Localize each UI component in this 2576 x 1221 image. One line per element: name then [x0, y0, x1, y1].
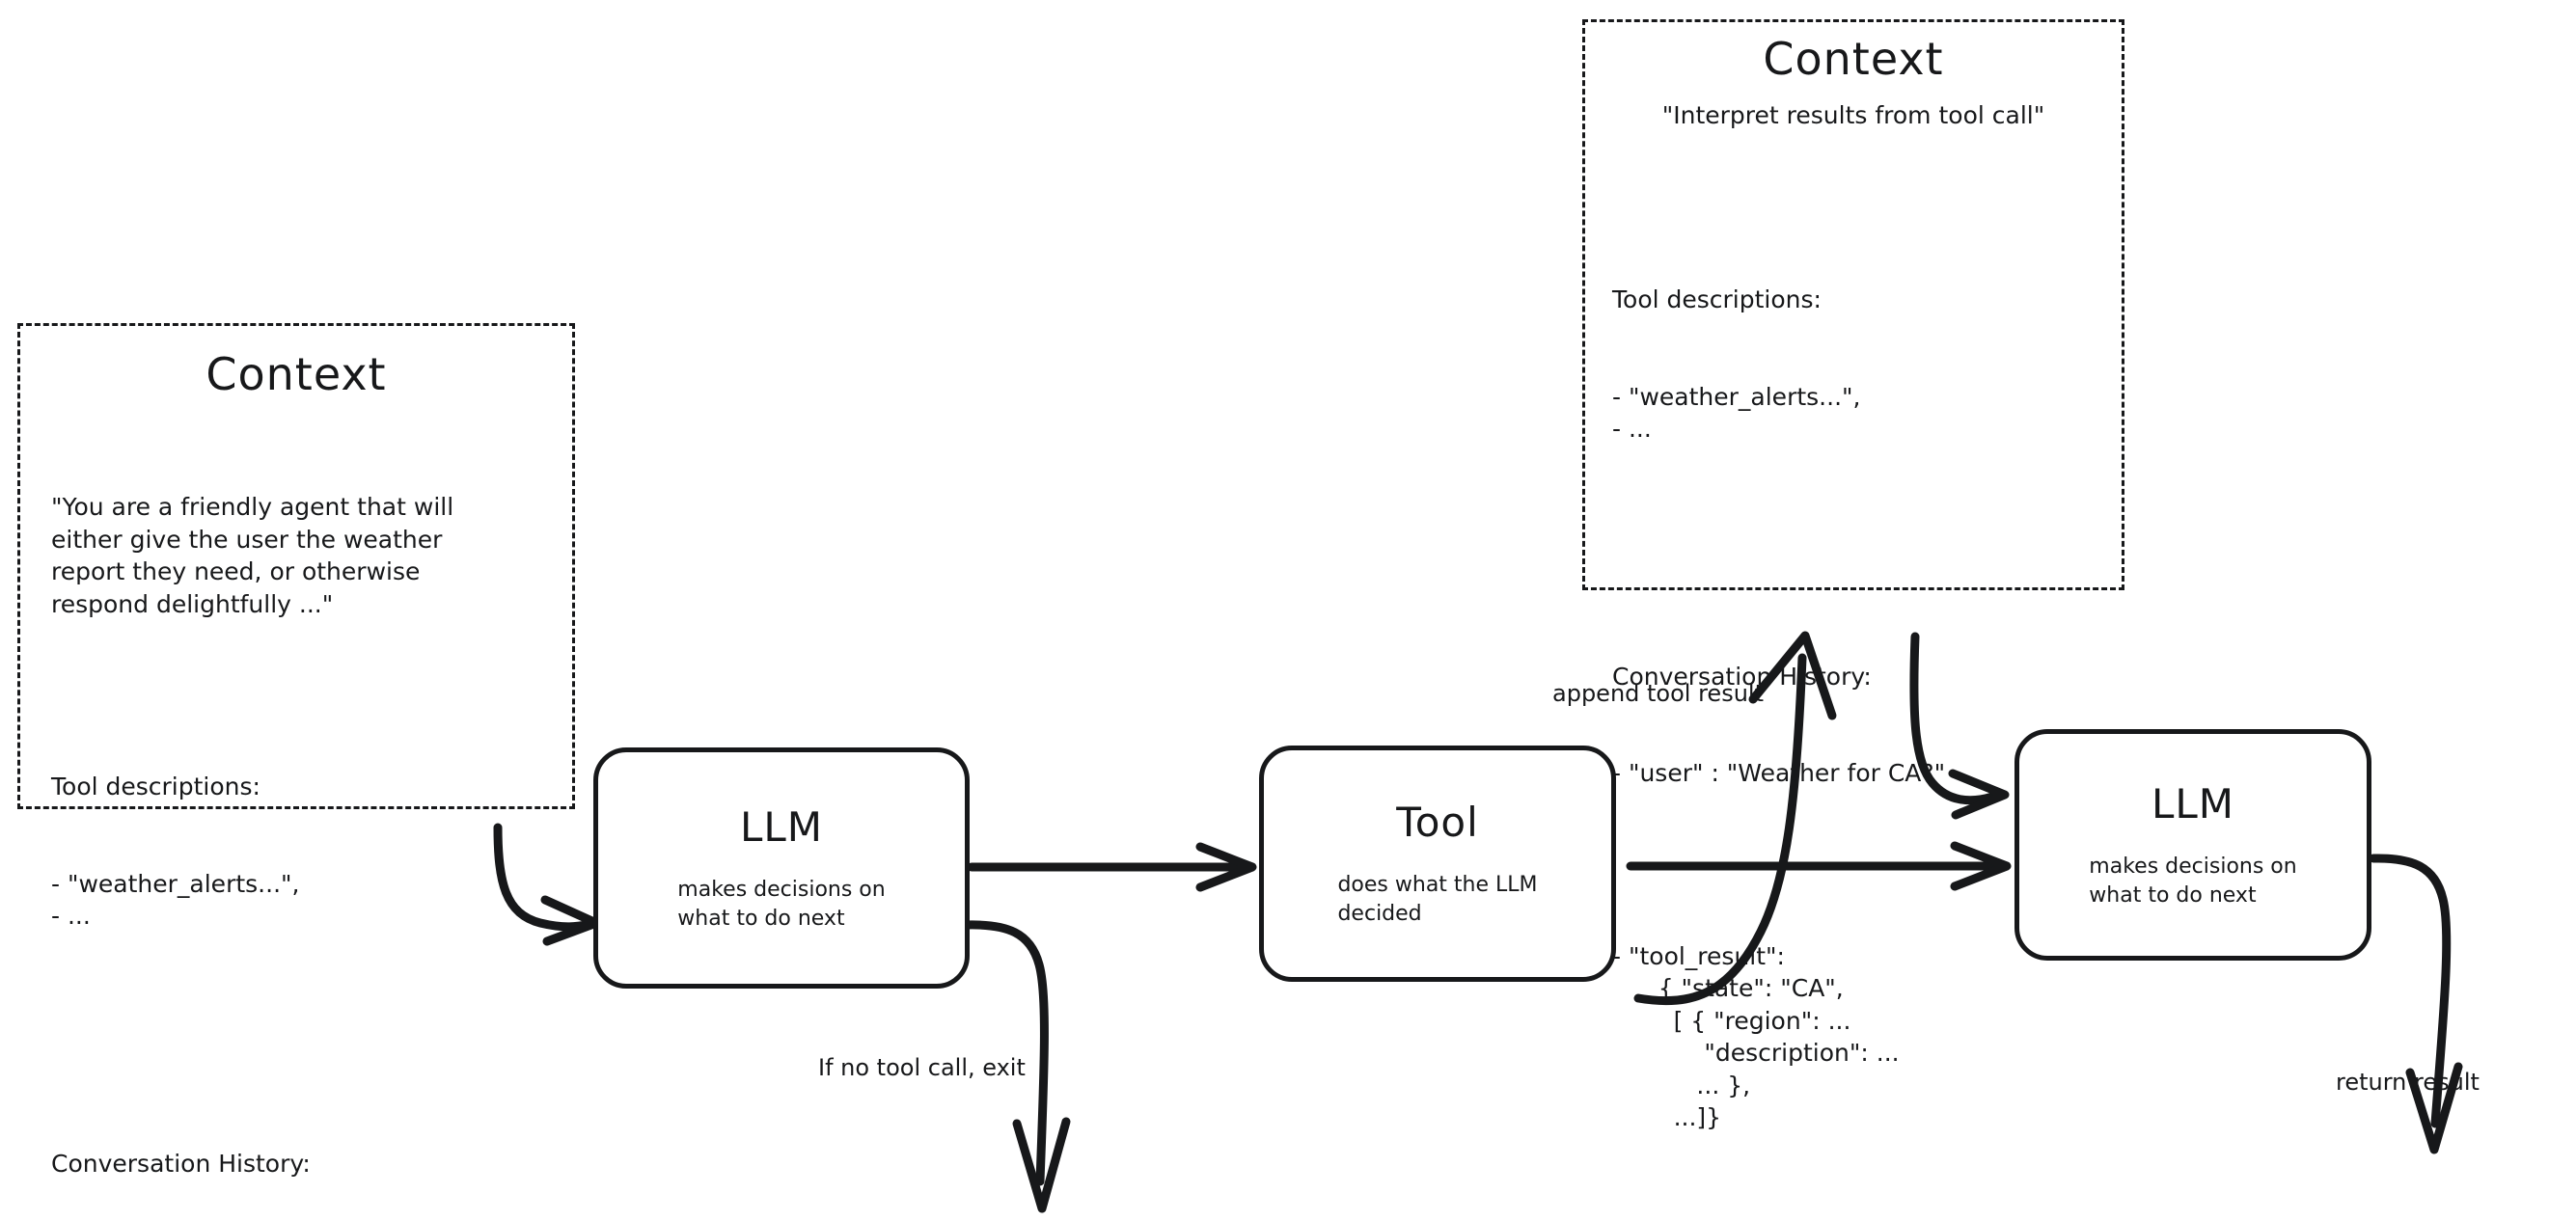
context-right-subtitle: "Interpret results from tool call": [1661, 101, 2045, 130]
edge-label-append-tool-result: append tool result: [1552, 680, 1764, 707]
context-left-tool-descriptions: Tool descriptions: - "weather_alerts..."…: [51, 706, 534, 997]
node-tool-title: Tool: [1396, 799, 1479, 847]
node-tool-subtitle: does what the LLM decided: [1337, 873, 1538, 926]
node-llm-2-title: LLM: [2151, 779, 2235, 828]
context-right-tool-items: - "weather_alerts...", - ...: [1612, 382, 1861, 444]
context-right-tool-heading: Tool descriptions:: [1612, 285, 1822, 314]
context-right-tool-result: - "tool_result": { "state": "CA", [ { "r…: [1612, 941, 1900, 1132]
node-llm-1-subtitle: makes decisions on what to do next: [677, 877, 886, 931]
context-right-tool-descriptions: Tool descriptions: - "weather_alerts..."…: [1612, 219, 2104, 510]
context-left-conversation-heading: Conversation History:: [51, 1149, 311, 1178]
node-llm-2-subtitle: makes decisions on what to do next: [2089, 854, 2297, 908]
context-right-title: Context: [1763, 33, 1944, 85]
edge-llm1-to-tool-head: [1195, 842, 1257, 892]
node-llm-1[interactable]: LLM makes decisions on what to do next: [593, 747, 970, 989]
context-left-body: "You are a friendly agent that will eith…: [51, 426, 534, 1221]
context-left-conversation: Conversation History: - "user" : "Weathe…: [51, 1083, 534, 1221]
edge-label-return-result: return result: [2336, 1069, 2480, 1096]
context-left-tool-heading: Tool descriptions:: [51, 773, 260, 801]
edge-llm1-exit: [962, 920, 1049, 1186]
edge-label-if-no-tool-call-exit: If no tool call, exit: [818, 1054, 1026, 1081]
context-box-left: Context "You are a friendly agent that w…: [17, 323, 575, 1178]
context-right-conversation-user: - "user" : "Weather for CA?": [1612, 759, 1946, 788]
context-box-right: Context "Interpret results from tool cal…: [1582, 19, 2124, 1131]
node-llm-2[interactable]: LLM makes decisions on what to do next: [2014, 729, 2371, 961]
edge-llm1-exit-head: [1012, 1117, 1071, 1213]
node-tool[interactable]: Tool does what the LLM decided: [1259, 746, 1616, 982]
context-left-title: Context: [206, 348, 387, 400]
context-right-conversation-heading: Conversation History:: [1612, 662, 1872, 691]
context-right-body: Tool descriptions: - "weather_alerts..."…: [1612, 154, 2104, 1199]
context-left-system-prompt: "You are a friendly agent that will eith…: [51, 493, 454, 618]
edge-context-to-llm1-head: [540, 895, 601, 946]
node-llm-1-title: LLM: [739, 802, 824, 851]
context-right-conversation: Conversation History: - "user" : "Weathe…: [1612, 596, 2104, 855]
context-left-tool-items: - "weather_alerts...", - ...: [51, 869, 300, 931]
